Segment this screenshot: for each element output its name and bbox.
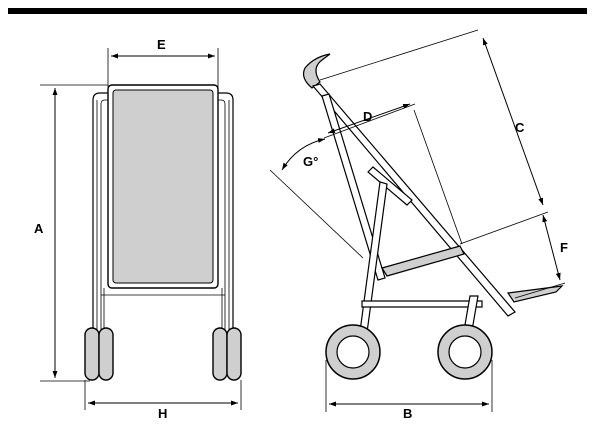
label-a: A <box>34 221 44 236</box>
side-handle <box>302 53 331 89</box>
front-wheel-left <box>84 327 114 381</box>
side-footrest <box>506 285 564 303</box>
label-e: E <box>157 37 166 52</box>
label-b: B <box>403 406 412 421</box>
front-seat-panel <box>112 89 214 284</box>
dimension-b: B <box>325 360 493 421</box>
side-wheel-front <box>325 324 381 380</box>
side-main-tube <box>311 83 516 317</box>
front-wheel-right <box>212 327 242 381</box>
dimension-f: F <box>514 214 568 299</box>
dimension-c: C <box>319 29 549 245</box>
top-rule <box>8 8 587 14</box>
side-view: C D F G° B <box>269 29 568 421</box>
label-g: G° <box>303 154 318 169</box>
front-view: A E H <box>34 37 242 421</box>
side-armrest <box>367 166 413 206</box>
label-d: D <box>363 109 372 124</box>
side-seat <box>381 245 465 277</box>
dimension-a: A <box>34 84 108 382</box>
label-f: F <box>560 240 568 255</box>
dimension-e: E <box>107 37 219 90</box>
dimension-h: H <box>84 380 242 421</box>
label-h: H <box>158 406 167 421</box>
side-lower-tube <box>361 300 483 308</box>
side-back-tube <box>321 93 386 281</box>
dimension-g-angle: G° <box>269 138 364 259</box>
dimension-d: D <box>323 103 463 245</box>
side-wheel-rear <box>437 324 493 380</box>
label-c: C <box>515 120 525 135</box>
